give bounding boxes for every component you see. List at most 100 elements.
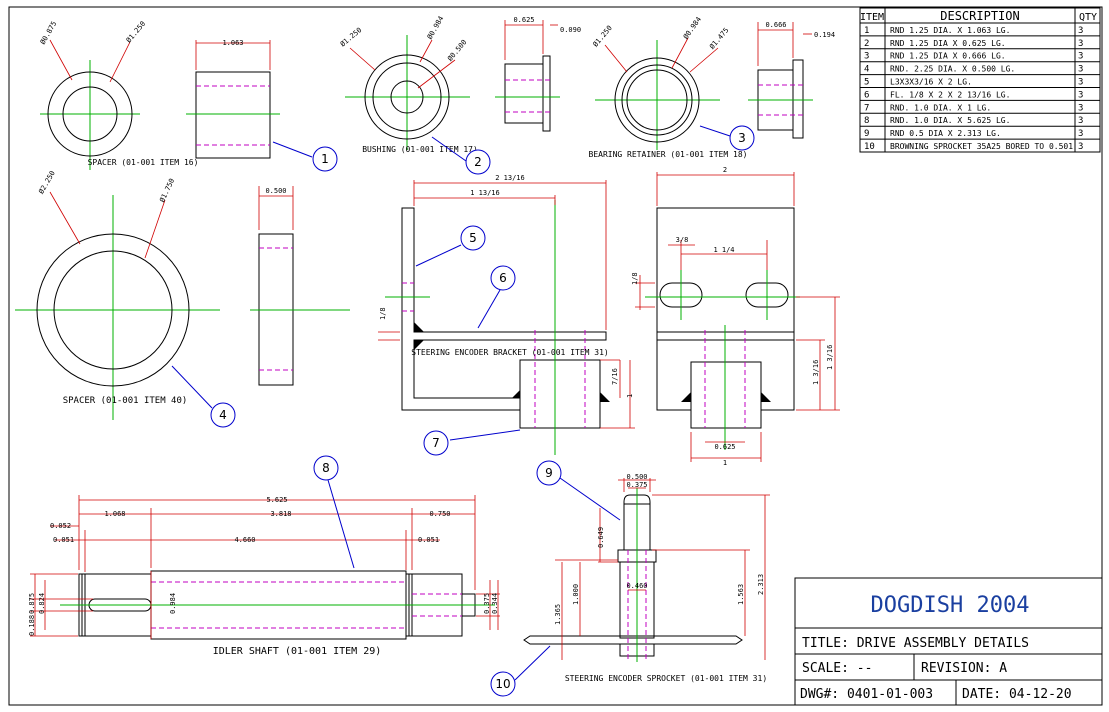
dim-bushing-dia-0500: Ø0.500 xyxy=(446,38,468,63)
bom-cell-description: RND 0.5 DIA X 2.313 LG. xyxy=(890,129,1001,138)
bom-cell-item: 1 xyxy=(864,26,869,36)
dim-1-8: 1/8 xyxy=(379,307,387,320)
dim-0188: 0.188 xyxy=(28,615,36,636)
bom-header-item: ITEM xyxy=(860,12,884,23)
dim-0984: 0.984 xyxy=(169,593,177,614)
dim-0051-b: 0.051 xyxy=(418,536,439,544)
scale-field: SCALE: -- xyxy=(802,661,872,676)
bom-cell-description: BROWNING SPROCKET 35A25 BORED TO 0.501 xyxy=(890,142,1073,151)
dim-0460: 0.460 xyxy=(626,582,647,590)
dim-0649: 0.649 xyxy=(597,527,605,548)
dim-0090: 0.090 xyxy=(560,26,581,34)
svg-text:8: 8 xyxy=(322,461,330,475)
dim-retainer-dia-1250: Ø1.250 xyxy=(591,24,613,49)
label-bushing: BUSHING (01-001 ITEM 17) xyxy=(362,145,478,154)
dim-0824: 0.824 xyxy=(38,593,46,614)
bom-cell-description: RND. 2.25 DIA. X 0.500 LG. xyxy=(890,65,1015,74)
retainer-front-view: Ø1.250 Ø0.984 Ø1.475 xyxy=(591,15,731,150)
svg-text:10: 10 xyxy=(495,677,510,691)
dim-bushing-dia-1250: Ø1.250 xyxy=(339,26,364,48)
dim-1063: 1.063 xyxy=(222,39,243,47)
leader-lines xyxy=(171,125,731,681)
label-bracket: STEERING ENCODER BRACKET (01-001 ITEM 31… xyxy=(411,348,608,357)
dim-1-3-16: 1 3/16 xyxy=(826,345,834,370)
dim-1000: 1.000 xyxy=(572,584,580,605)
bom-cell-description: L3X3X3/16 X 2 LG. xyxy=(890,78,972,87)
dim-dia-1250: Ø1.250 xyxy=(125,20,147,45)
sprocket-view: 0.500 0.375 0.649 1.000 0.460 1.365 1.56… xyxy=(523,473,770,662)
svg-text:9: 9 xyxy=(545,466,553,480)
bom-cell-qty: 3 xyxy=(1078,103,1083,113)
dim-dia-1750: Ø1.750 xyxy=(158,177,176,203)
bom-row: 5 L3X3X3/16 X 2 LG. 3 xyxy=(864,78,1083,88)
sheet-border xyxy=(8,6,1103,706)
bom-row: 9 RND 0.5 DIA X 2.313 LG. 3 xyxy=(864,129,1083,139)
balloon-7: 7 xyxy=(423,430,449,456)
bom-cell-item: 8 xyxy=(864,116,869,126)
bracket-side-view: 2 1 1/4 3/8 1/8 1 3/16 1 3/16 0.625 1 xyxy=(631,166,840,467)
dim-0625: 0.625 xyxy=(513,16,534,24)
dim-0750: 0.750 xyxy=(429,510,450,518)
dim-2313: 2.313 xyxy=(757,574,765,595)
dim-1-8-side: 1/8 xyxy=(631,272,639,285)
bom-cell-description: RND 1.25 DIA X 0.625 LG. xyxy=(890,39,1006,48)
dim-0625-b: 0.625 xyxy=(714,443,735,451)
spacer-16-front-view: Ø0.875 Ø1.250 xyxy=(39,20,147,170)
dim-0375: 0.375 xyxy=(483,593,491,614)
balloon-6: 6 xyxy=(490,265,516,291)
bom-cell-item: 9 xyxy=(864,129,869,139)
balloon-3: 3 xyxy=(729,125,755,151)
dim-0500: 0.500 xyxy=(265,187,286,195)
bushing-front-view: Ø1.250 Ø0.984 Ø0.500 xyxy=(339,15,470,150)
label-sprocket: STEERING ENCODER SPROCKET (01-001 ITEM 3… xyxy=(565,674,767,683)
bom-cell-qty: 3 xyxy=(1078,78,1083,88)
dim-2: 2 xyxy=(723,166,727,174)
bom-cell-qty: 3 xyxy=(1078,116,1083,126)
bom-row: 8 RND. 1.0 DIA. X 5.625 LG. 3 xyxy=(864,116,1083,126)
bom-cell-item: 10 xyxy=(864,142,875,152)
dim-3-8: 3/8 xyxy=(676,236,689,244)
svg-text:1: 1 xyxy=(321,152,329,166)
svg-text:4: 4 xyxy=(219,408,227,422)
bom-cell-qty: 3 xyxy=(1078,26,1083,36)
label-idler-shaft: IDLER SHAFT (01-001 ITEM 29) xyxy=(213,646,382,657)
dim-1-c: 1 xyxy=(723,459,727,467)
balloon-9: 9 xyxy=(536,460,562,486)
bom-cell-item: 6 xyxy=(864,90,869,100)
bom-cell-description: RND. 1.0 DIA. X 5.625 LG. xyxy=(890,116,1010,125)
dim-1-3-16-b: 1 3/16 xyxy=(812,360,820,385)
svg-text:2: 2 xyxy=(474,155,482,169)
dim-1563: 1.563 xyxy=(737,584,745,605)
bom-cell-qty: 3 xyxy=(1078,90,1083,100)
bracket-front-view: 2 13/16 1 13/16 1/8 7/16 1 xyxy=(378,174,635,455)
dim-0875: 0.875 xyxy=(28,593,36,614)
balloon-8: 8 xyxy=(313,455,339,481)
dim-4660: 4.660 xyxy=(234,536,255,544)
balloon-1: 1 xyxy=(312,146,338,172)
bom-cell-description: RND. 1.0 DIA. X 1 LG. xyxy=(890,103,991,112)
dim-retainer-dia-0984: Ø0.984 xyxy=(682,15,703,40)
dim-0051: 0.051 xyxy=(53,536,74,544)
bom-cell-item: 5 xyxy=(864,78,869,88)
spacer-40-side-view: 0.500 xyxy=(250,186,350,386)
dim-5625: 5.625 xyxy=(266,496,287,504)
dim-bushing-dia-0984: Ø0.984 xyxy=(426,15,446,41)
bom-cell-qty: 3 xyxy=(1078,65,1083,75)
bom-row: 10 BROWNING SPROCKET 35A25 BORED TO 0.501… xyxy=(864,142,1083,152)
dim-1-1-4: 1 1/4 xyxy=(713,246,734,254)
spacer-16-side-view: 1.063 xyxy=(186,39,280,159)
drawing-title: TITLE: DRIVE ASSEMBLY DETAILS xyxy=(802,636,1029,651)
bom-cell-item: 4 xyxy=(864,65,869,75)
svg-text:7: 7 xyxy=(432,436,440,450)
balloon-4: 4 xyxy=(210,402,236,428)
project-title: DOGDISH 2004 xyxy=(871,593,1030,618)
bom-cell-qty: 3 xyxy=(1078,129,1083,139)
dim-3818: 3.818 xyxy=(270,510,291,518)
dim-1365: 1.365 xyxy=(554,604,562,625)
